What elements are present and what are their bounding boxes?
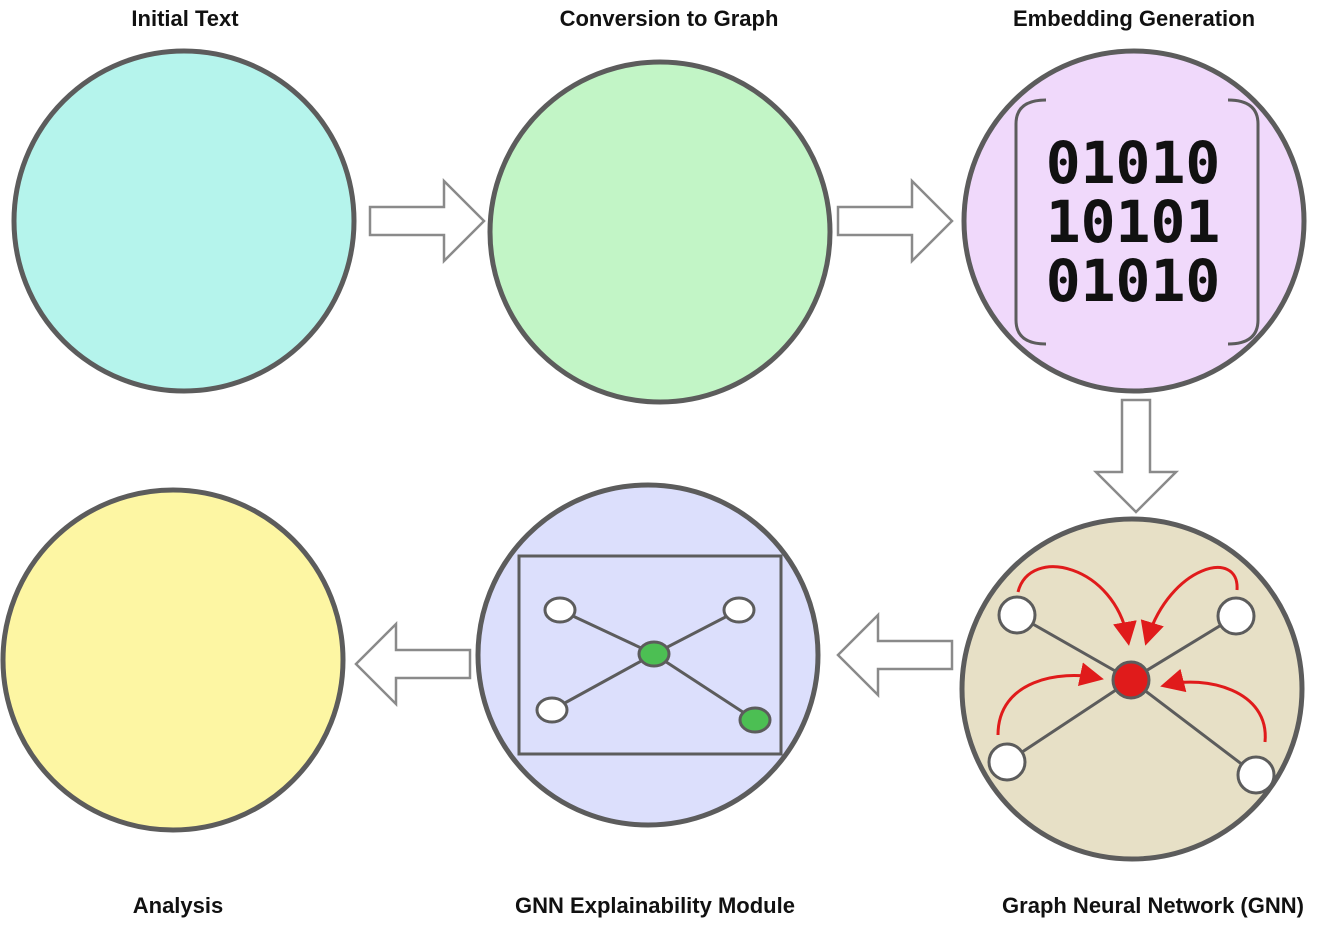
flow-arrow-5 (354, 620, 472, 708)
stage-label-explainability: GNN Explainability Module (515, 893, 795, 918)
graph-node (543, 596, 577, 624)
message-passing-graph (987, 565, 1276, 795)
stage-label-embedding: Embedding Generation (1012, 6, 1256, 31)
graph-edge (1006, 678, 1132, 764)
flow-arrow-4 (836, 611, 954, 699)
stage-label-conversion: Conversion to Graph (559, 6, 779, 31)
important-node (738, 706, 772, 734)
stage-circle-initial-text (11, 48, 357, 394)
neighbor-node (997, 595, 1037, 635)
stage-label-analysis: Analysis (132, 893, 224, 918)
stage-circle-embedding (961, 48, 1307, 394)
stage-circle-conversion (487, 59, 833, 405)
stage-circle-analysis (0, 487, 346, 833)
graph-node (722, 596, 756, 624)
explanation-subgraph (517, 554, 783, 756)
left-bracket (1014, 98, 1047, 346)
neighbor-node (1216, 596, 1256, 636)
explanation-box (517, 554, 783, 756)
binary-row-1: 01010 (1046, 129, 1221, 197)
graph-edge (653, 652, 756, 722)
graph-edge (653, 608, 740, 656)
message-arrow (996, 662, 1104, 736)
flow-arrow-2 (836, 177, 954, 265)
stage-label-initial-text: Initial Text (131, 6, 239, 31)
neighbor-node (1236, 755, 1276, 795)
target-node (1111, 660, 1151, 700)
binary-matrix-icon: 01010 10101 01010 (1014, 98, 1260, 346)
right-bracket (1227, 98, 1260, 346)
graph-edge (559, 608, 655, 656)
graph-node (535, 696, 569, 724)
message-arrow (1016, 565, 1137, 646)
graph-edge (1130, 678, 1257, 777)
graph-edge (1016, 613, 1132, 682)
neighbor-node (987, 742, 1027, 782)
flow-arrow-3 (1092, 398, 1180, 514)
binary-row-3: 01010 (1046, 247, 1221, 315)
flow-arrow-1 (368, 177, 486, 265)
stage-label-gnn: Graph Neural Network (GNN) (1002, 893, 1304, 918)
graph-edge (551, 652, 655, 712)
binary-row-2: 10101 (1046, 188, 1221, 256)
graph-edge (1130, 614, 1237, 682)
important-node (637, 640, 671, 668)
message-arrow (1140, 566, 1239, 646)
message-arrow (1160, 668, 1267, 743)
